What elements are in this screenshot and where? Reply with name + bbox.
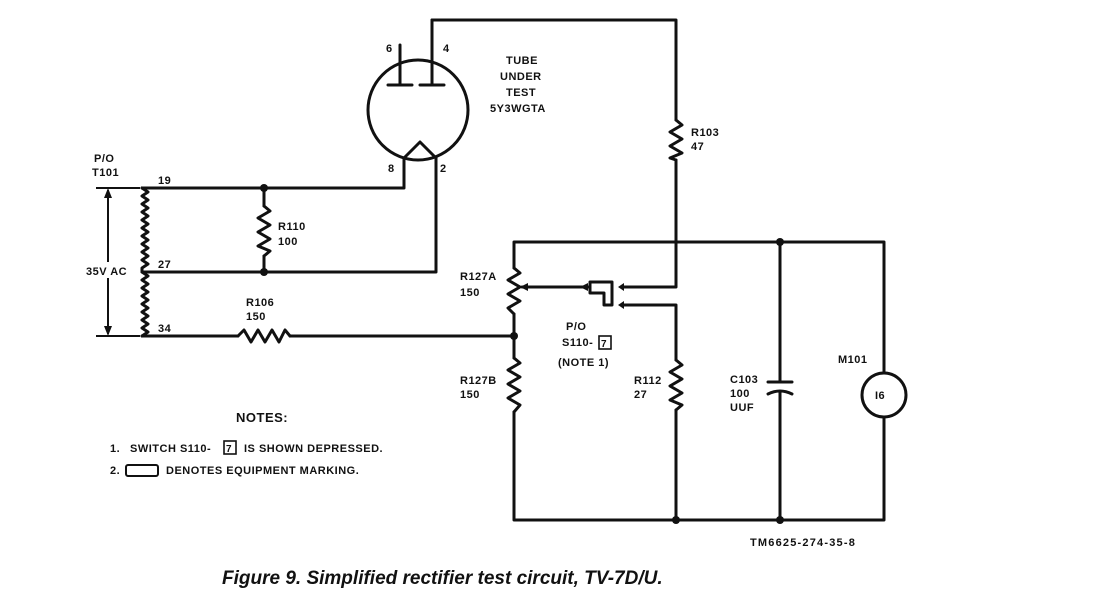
svg-text:TEST: TEST	[506, 87, 536, 99]
r127a-ref: R127A	[460, 271, 497, 283]
r127b-value: 150	[460, 389, 480, 401]
switch-ref-line1: P/O	[566, 321, 586, 333]
transformer-voltage: 35V AC	[86, 266, 127, 278]
resistor-r106	[236, 328, 292, 344]
switch-ref-line2: S110-	[562, 337, 593, 349]
c103-unit: UUF	[730, 402, 754, 414]
svg-text:IS SHOWN DEPRESSED.: IS SHOWN DEPRESSED.	[244, 443, 383, 455]
resistor-r127a	[506, 266, 522, 316]
note-1: 1. SWITCH S110- 7 IS SHOWN DEPRESSED.	[110, 440, 383, 455]
switch-note: (NOTE 1)	[558, 357, 609, 369]
r103-value: 47	[691, 141, 704, 153]
svg-text:1.: 1.	[110, 443, 120, 455]
transformer-ref-line1: P/O	[94, 153, 114, 165]
svg-text:5Y3WGTA: 5Y3WGTA	[490, 103, 546, 115]
pin-6-label: 6	[386, 43, 393, 55]
tube-label: TUBE UNDER TEST 5Y3WGTA	[490, 55, 546, 115]
r103-ref: R103	[691, 127, 719, 139]
transformer-ref-line2: T101	[92, 167, 119, 179]
resistor-r127b	[506, 356, 522, 414]
tap-27-label: 27	[158, 259, 171, 271]
r127b-ref: R127B	[460, 375, 497, 387]
svg-text:UNDER: UNDER	[500, 71, 542, 83]
c103-value: 100	[730, 388, 750, 400]
notes-title: NOTES:	[236, 410, 288, 425]
note-2: 2. DENOTES EQUIPMENT MARKING.	[110, 464, 359, 477]
switch-marking: 7	[601, 339, 607, 350]
drawing-number: TM6625-274-35-8	[750, 537, 856, 549]
svg-text:SWITCH S110-: SWITCH S110-	[130, 443, 211, 455]
pin-8-label: 8	[388, 163, 395, 175]
r106-value: 150	[246, 311, 266, 323]
pin-2-label: 2	[440, 163, 447, 175]
meter-symbol: I6	[875, 390, 885, 402]
capacitor-c103	[766, 380, 794, 396]
resistor-r112	[668, 358, 684, 412]
r110-ref: R110	[278, 221, 306, 233]
r127a-value: 150	[460, 287, 480, 299]
svg-text:7: 7	[226, 444, 232, 455]
meter-ref: M101	[838, 354, 868, 366]
tube-envelope	[366, 58, 470, 162]
junction-dots	[260, 184, 784, 524]
svg-text:TUBE: TUBE	[506, 55, 538, 67]
r106-ref: R106	[246, 297, 274, 309]
resistor-r103	[668, 118, 684, 162]
filament	[402, 140, 438, 160]
r112-ref: R112	[634, 375, 662, 387]
meter-m101	[860, 371, 908, 419]
r112-value: 27	[634, 389, 647, 401]
note-marking-box	[223, 440, 237, 455]
svg-text:2.: 2.	[110, 465, 120, 477]
svg-text:DENOTES EQUIPMENT MARKING.: DENOTES EQUIPMENT MARKING.	[166, 465, 359, 477]
c103-ref: C103	[730, 374, 758, 386]
figure-caption: Figure 9. Simplified rectifier test circ…	[222, 568, 663, 589]
switch-marking-box	[598, 335, 612, 350]
tap-34-label: 34	[158, 323, 172, 335]
resistor-r110	[256, 204, 272, 258]
r110-value: 100	[278, 236, 298, 248]
switch-s110	[580, 280, 624, 309]
pin-4-label: 4	[443, 43, 450, 55]
r127a-wiper-arrow	[520, 283, 528, 291]
wires	[140, 18, 886, 522]
vacuum-tube	[366, 18, 470, 162]
equipment-marking-symbol	[125, 464, 159, 477]
tap-19-label: 19	[158, 175, 171, 187]
